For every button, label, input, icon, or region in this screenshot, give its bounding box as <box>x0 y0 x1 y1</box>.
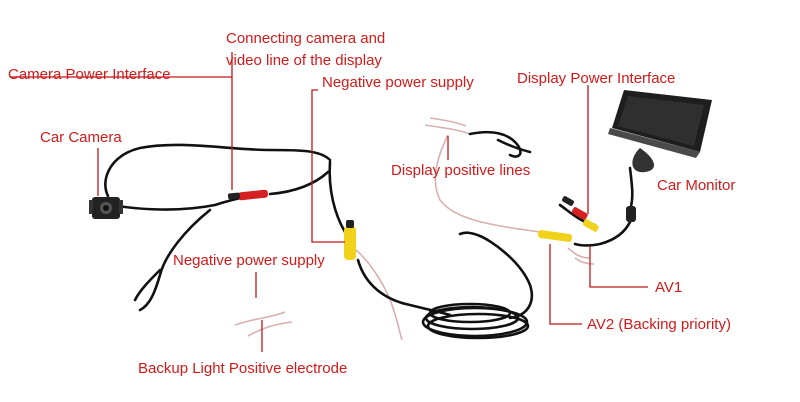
leader-lines <box>10 52 648 352</box>
label-negative-power-supply-bottom: Negative power supply <box>173 252 325 269</box>
label-backup-light-positive: Backup Light Positive electrode <box>138 360 348 377</box>
label-connecting-line1: Connecting camera and <box>226 30 386 47</box>
label-negative-power-supply-top: Negative power supply <box>322 74 474 91</box>
label-av2-backing-priority: AV2 (Backing priority) <box>587 316 731 333</box>
label-display-positive-lines: Display positive lines <box>391 162 531 179</box>
thin-wires <box>234 117 595 341</box>
car-camera <box>89 197 123 219</box>
car-monitor <box>608 90 712 173</box>
connectors <box>227 189 636 260</box>
label-car-camera: Car Camera <box>40 129 122 146</box>
label-camera-power-interface: Camera Power Interface <box>8 66 171 83</box>
label-connecting-line2: video line of the display <box>226 52 382 69</box>
label-car-monitor: Car Monitor <box>657 177 736 194</box>
label-display-power-interface: Display Power Interface <box>517 70 676 87</box>
label-av1: AV1 <box>655 279 683 296</box>
cables <box>104 130 634 340</box>
